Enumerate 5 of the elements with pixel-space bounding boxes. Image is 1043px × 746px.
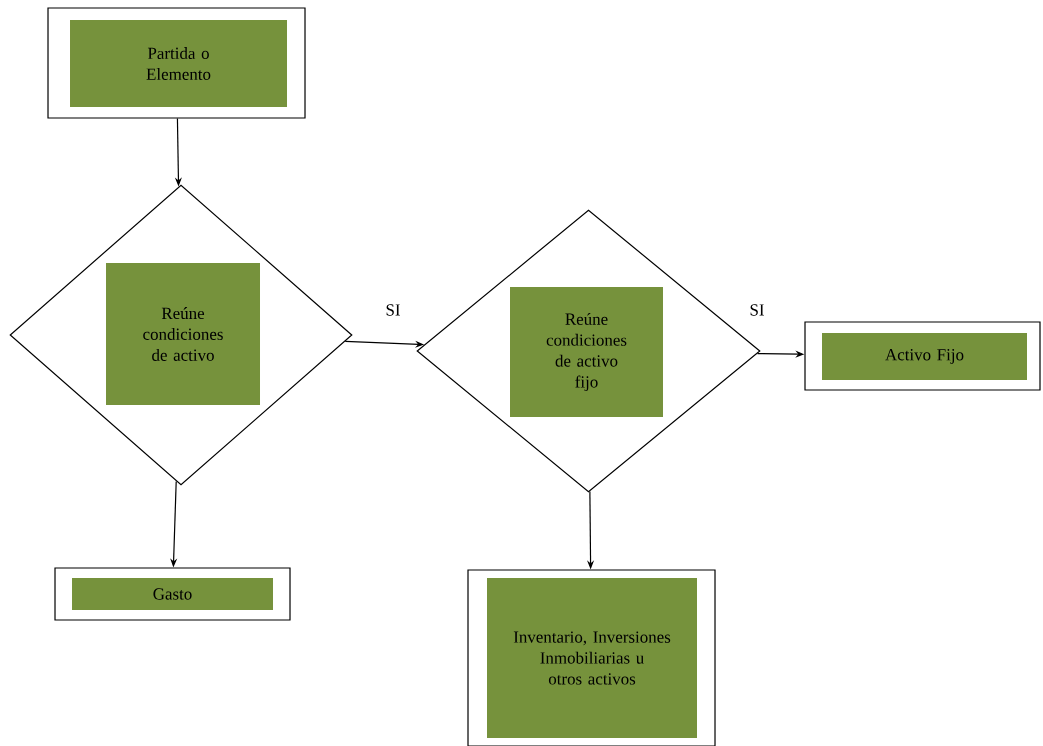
- process-box: Activo Fijo: [804, 321, 1041, 391]
- process-box: Gasto: [54, 567, 291, 621]
- process-box: Inventario, Inversiones Inmobiliarias u otros activos: [467, 569, 716, 746]
- process-box: Partida o Elemento: [47, 7, 306, 119]
- edge-label: SI: [384, 303, 402, 317]
